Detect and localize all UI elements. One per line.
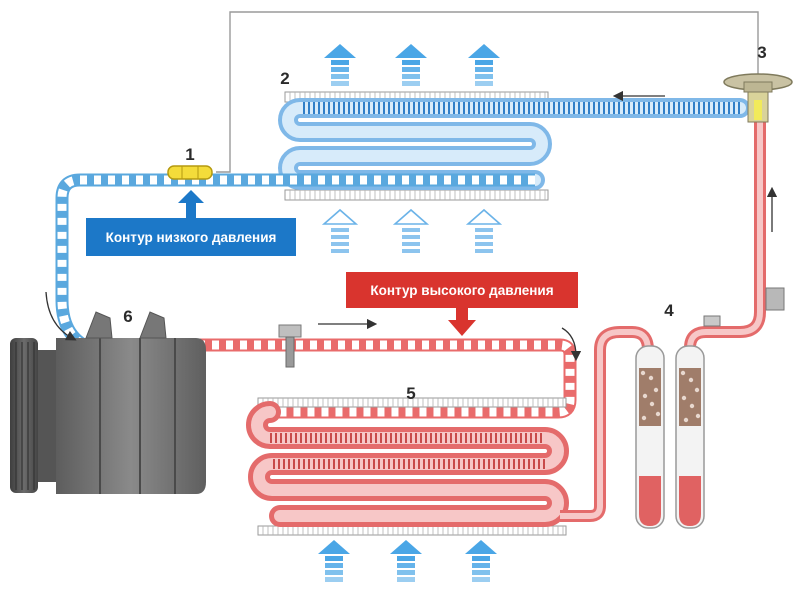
condenser-fins-bottom (257, 525, 567, 536)
evaporator-airflow-in (321, 208, 503, 253)
high-pressure-pointer (448, 308, 476, 336)
high-pressure-label: Контур высокого давления (346, 272, 578, 308)
component-number-5: 5 (406, 384, 415, 403)
evaporator (278, 91, 750, 201)
flow-arrows (45, 90, 778, 362)
low-pressure-label: Контур низкого давления (86, 218, 296, 256)
airflow-arrow-up-outline (465, 208, 503, 253)
component-number-4: 4 (664, 301, 674, 320)
compressor (10, 311, 206, 494)
airflow-arrow-up-outline (321, 208, 359, 253)
component-number-6: 6 (123, 307, 132, 326)
sensor-wire (216, 11, 759, 173)
component-number-1: 1 (185, 145, 194, 164)
low-pressure-pointer (178, 190, 204, 218)
condenser-airflow (318, 540, 497, 582)
service-port (278, 324, 302, 368)
airflow-arrow-up (468, 44, 500, 86)
condenser (246, 397, 569, 536)
airflow-arrow-up (395, 44, 427, 86)
component-number-3: 3 (757, 43, 766, 62)
evaporator-airflow-out (324, 44, 500, 86)
airflow-arrow-up-outline (392, 208, 430, 253)
evaporator-fins-bottom (284, 189, 549, 201)
component-number-2: 2 (280, 69, 289, 88)
pressure-switch (765, 287, 785, 311)
evaporator-coil (278, 98, 750, 190)
airflow-arrow-up (390, 540, 422, 582)
airflow-arrow-up (465, 540, 497, 582)
svg-text:Контур низкого давления: Контур низкого давления (106, 230, 277, 245)
expansion-valve (723, 73, 793, 123)
airflow-arrow-up (318, 540, 350, 582)
svg-text:Контур высокого давления: Контур высокого давления (370, 283, 553, 298)
airflow-arrow-up (324, 44, 356, 86)
receiver-dryer (635, 315, 721, 529)
temperature-sensor (167, 165, 213, 180)
